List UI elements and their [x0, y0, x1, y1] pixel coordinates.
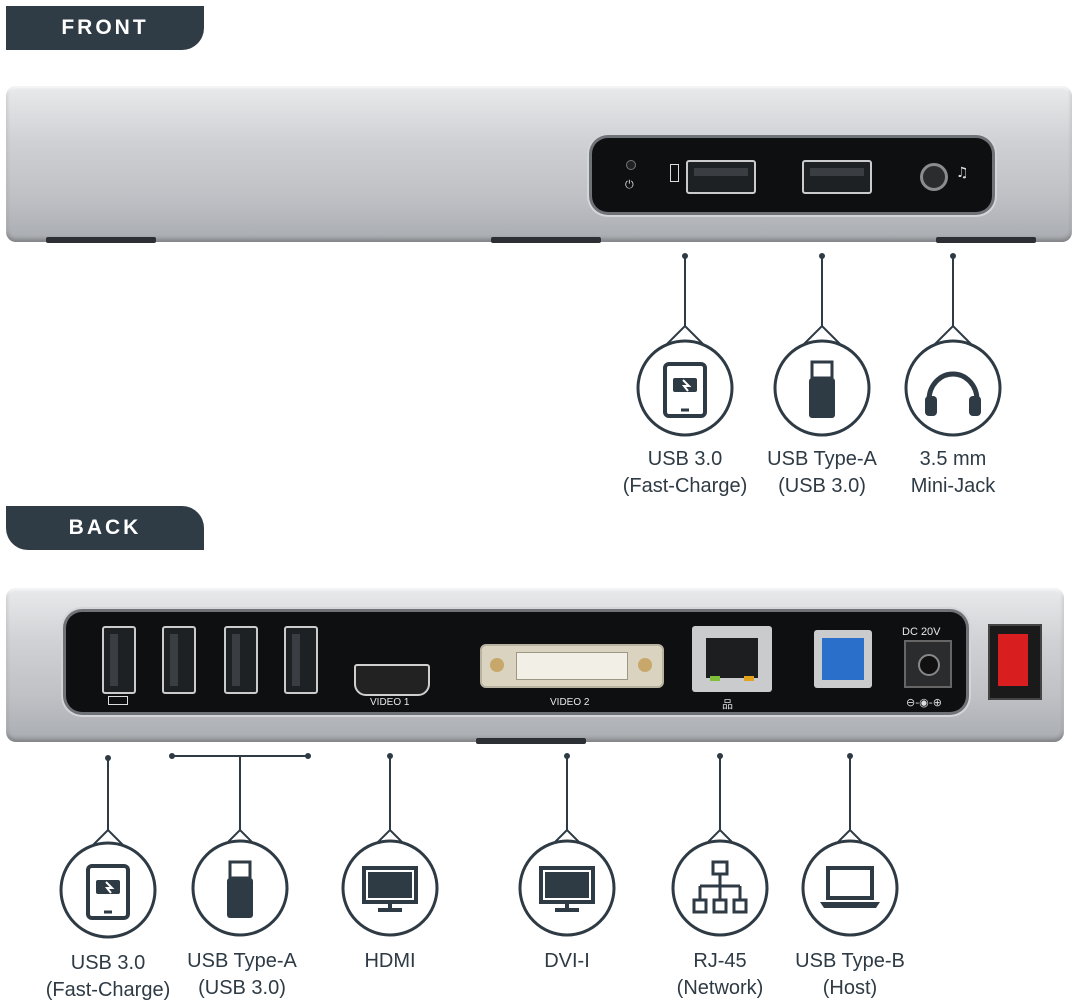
back-usb-fast-charge-port[interactable] [102, 626, 136, 694]
network-small-icon: 品 [722, 698, 733, 711]
dvi-port[interactable] [480, 644, 664, 688]
back-usb-type-a-port-2[interactable] [224, 626, 258, 694]
front-section-tab: FRONT [6, 6, 204, 50]
front-usb-fast-charge-port[interactable] [686, 160, 756, 194]
laptop-icon [801, 828, 899, 937]
video2-label: VIDEO 2 [550, 697, 590, 708]
back-section-tab: BACK [6, 506, 204, 550]
dc-20v-label: DC 20V [902, 626, 941, 638]
rj45-port[interactable] [692, 626, 772, 692]
headphones-icon [904, 324, 1002, 437]
battery-charge-icon [108, 696, 128, 705]
tablet-charge-icon [636, 324, 734, 437]
front-port-panel: ⏻ ♫ [592, 138, 992, 212]
monitor-icon [341, 828, 439, 937]
back-caption-dvi-i: DVI-I [544, 950, 590, 972]
audio-jack-port[interactable] [920, 163, 948, 191]
back-tab-label: BACK [68, 516, 142, 539]
monitor-icon [518, 828, 616, 937]
battery-charge-icon [670, 164, 679, 182]
back-dock-chassis: VIDEO 1 VIDEO 2 品 DC 20V ⊖-◉-⊕ [6, 588, 1064, 744]
back-usb-type-a-port-3[interactable] [284, 626, 318, 694]
front-caption-usb-fast-charge: USB 3.0(Fast-Charge) [622, 448, 748, 497]
usb-type-b-port[interactable] [814, 630, 872, 688]
usb-stick-icon [773, 324, 871, 437]
back-caption-usb-type-b: USB Type-B(Host) [795, 950, 905, 999]
video1-label: VIDEO 1 [370, 697, 410, 708]
back-caption-rj45: RJ-45(Network) [676, 950, 764, 999]
power-led [626, 160, 636, 170]
network-icon [671, 828, 769, 937]
headphone-small-icon: ♫ [956, 165, 969, 181]
back-caption-usb-fast-charge: USB 3.0(Fast-Charge) [45, 952, 171, 1001]
dc-power-jack[interactable] [904, 640, 952, 688]
front-tab-label: FRONT [61, 16, 149, 39]
back-caption-usb-type-a: USB Type-A(USB 3.0) [187, 950, 297, 999]
back-usb-type-a-port-1[interactable] [162, 626, 196, 694]
power-switch[interactable] [988, 624, 1042, 700]
front-usb-type-a-port[interactable] [802, 160, 872, 194]
back-caption-hdmi: HDMI [364, 950, 416, 972]
back-port-panel: VIDEO 1 VIDEO 2 品 DC 20V ⊖-◉-⊕ [66, 612, 966, 712]
dc-polarity-icon: ⊖-◉-⊕ [906, 696, 942, 709]
front-caption-usb-type-a: USB Type-A(USB 3.0) [767, 448, 877, 497]
usb-stick-icon [191, 828, 289, 937]
hdmi-port[interactable] [354, 664, 430, 696]
power-icon: ⏻ [625, 178, 634, 191]
front-dock-chassis: ⏻ ♫ [6, 86, 1072, 243]
tablet-charge-icon [59, 828, 157, 939]
